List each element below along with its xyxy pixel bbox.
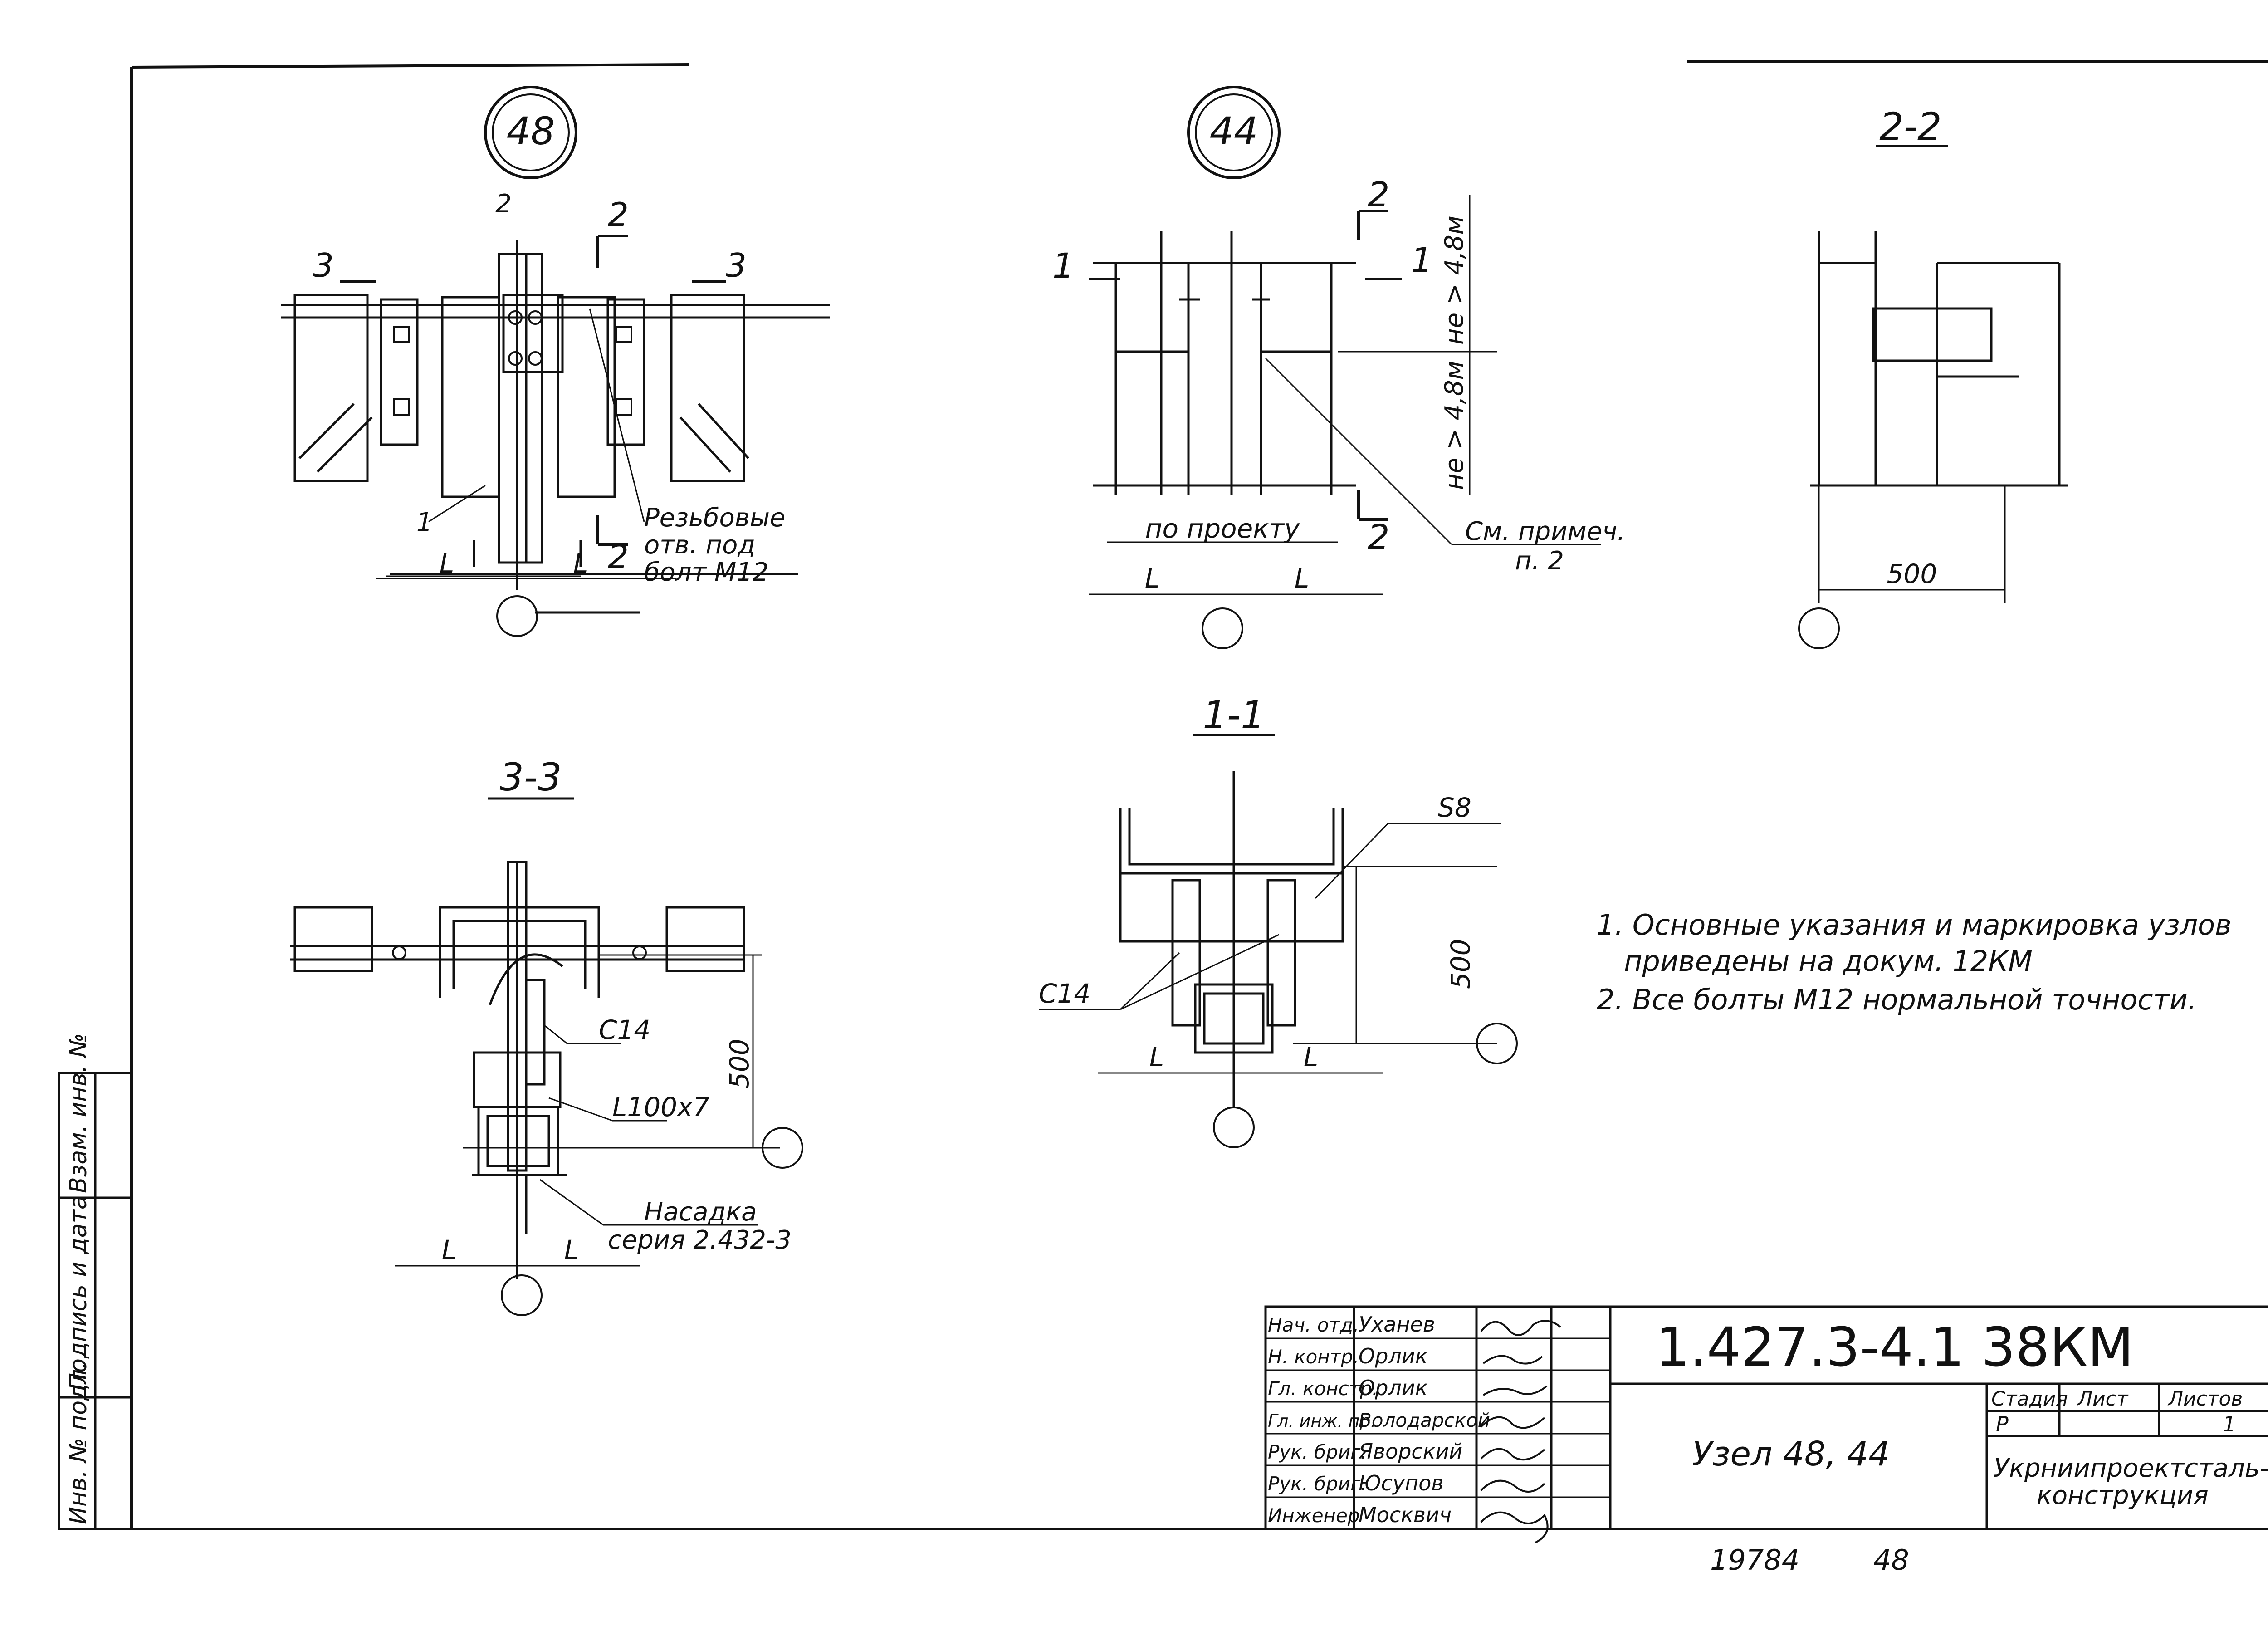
- v44-dim-left: L: [1145, 563, 1159, 594]
- view-48: 48: [281, 86, 830, 637]
- doc-code: 1.427.3-4.1 38КМ: [1656, 1316, 2134, 1378]
- v44-note-2: п. 2: [1515, 546, 1564, 576]
- staff-name-3: Володарской: [1359, 1409, 1490, 1431]
- v48-section-2-top: 2: [608, 196, 629, 234]
- v48-section-3-right: 3: [726, 246, 747, 284]
- s22-title: 2-2: [1879, 104, 1941, 149]
- staff-role-4: Рук. бриг.: [1268, 1441, 1367, 1463]
- v48-pos-1: 1: [416, 508, 433, 537]
- v44-section-2-top: 2: [1368, 174, 1389, 215]
- sheets-value: 1: [2223, 1412, 2236, 1436]
- org-line-1: Укрниипроектсталь-: [1994, 1454, 2268, 1483]
- s33-nas-1: Насадка: [644, 1197, 757, 1227]
- staff-name-5: Юсупов: [1359, 1471, 1444, 1495]
- v48-bolt-note-3: болт М12: [644, 558, 769, 587]
- s11-weld: S8: [1438, 792, 1471, 823]
- s33-axis-bubble-right: [762, 1127, 803, 1169]
- s22-dim: 500: [1887, 558, 1937, 589]
- v44-note-1: См. примеч.: [1465, 517, 1625, 546]
- staff-name-0: Уханев: [1359, 1312, 1435, 1337]
- note-line-3: 2. Все болты М12 нормальной точности.: [1597, 983, 2197, 1016]
- staff-role-2: Гл. констр.: [1268, 1377, 1378, 1400]
- s33-dim-left: L: [442, 1234, 456, 1265]
- s11-dim-left: L: [1149, 1042, 1164, 1073]
- staff-name-2: Орлик: [1359, 1376, 1428, 1400]
- v48-axis-bubble: [496, 595, 538, 637]
- s33-title: 3-3: [499, 755, 562, 799]
- v44-cut-1-left: 1: [1052, 245, 1074, 286]
- s33-channel: C14: [599, 1014, 650, 1045]
- staff-name-4: Яворский: [1358, 1439, 1462, 1464]
- v48-pos-2: 2: [495, 189, 512, 219]
- v48-bolt-note-1: Резьбовые: [644, 503, 785, 533]
- sheets-label: Листов: [2167, 1387, 2243, 1411]
- staff-role-0: Нач. отд.: [1268, 1314, 1359, 1336]
- staff-name-1: Орлик: [1359, 1344, 1428, 1368]
- stage-value: Р: [1996, 1412, 2009, 1436]
- v44-dim-right: L: [1295, 563, 1309, 594]
- general-notes: 1. Основные указания и маркировка узлов …: [1597, 908, 2232, 1016]
- node-mark-48: 48: [507, 109, 555, 153]
- note-line-2: приведены на докум. 12КМ: [1624, 945, 2033, 978]
- v44-cut-1-right: 1: [1411, 240, 1432, 280]
- note-line-1: 1. Основные указания и маркировка узлов: [1597, 908, 2232, 941]
- s11-dim-right: L: [1304, 1042, 1318, 1073]
- s11-axis-bubble-bottom: [1213, 1107, 1255, 1148]
- s33-nas-2: серия 2.432-3: [608, 1225, 792, 1255]
- v48-section-3-left: 3: [313, 246, 334, 284]
- staff-name-6: Москвич: [1359, 1503, 1452, 1527]
- s11-axis-bubble-right: [1476, 1023, 1518, 1064]
- section-1-1: 1-1 S8 C14 500 L L: [1039, 693, 1518, 1148]
- v44-height-bottom: не > 4,8м: [1440, 361, 1469, 490]
- org-line-2: конструкция: [2037, 1481, 2209, 1510]
- side-stamp: Инв. № подл. Подпись и дата Взам. инв. №: [58, 1033, 133, 1530]
- s33-dim-right: L: [564, 1234, 579, 1265]
- footer-page: 48: [1873, 1543, 1909, 1577]
- staff-role-6: Инженер: [1268, 1504, 1360, 1527]
- title-block: Нач. отд. Уханев Н. контр. Орлик Гл. кон…: [1264, 1305, 2268, 1543]
- section-2-2: 2-2 500: [1798, 104, 2068, 649]
- v48-dim-right: L: [573, 548, 588, 579]
- s33-axis-bubble-bottom: [501, 1274, 543, 1316]
- view-44: 44: [1052, 86, 1625, 649]
- staff-role-3: Гл. инж. пр.: [1268, 1411, 1376, 1431]
- s22-axis-bubble: [1798, 607, 1840, 649]
- s11-channel: C14: [1039, 978, 1090, 1009]
- stamp-inv-orig: Инв. № подл.: [65, 1362, 92, 1524]
- v44-section-2-bottom: 2: [1368, 517, 1389, 557]
- staff-role-1: Н. контр.: [1268, 1346, 1359, 1368]
- node-mark-44: 44: [1210, 109, 1258, 153]
- section-3-3: 3-3: [290, 755, 803, 1316]
- s11-dim-vertical: 500: [1445, 939, 1476, 989]
- v44-height-top: не > 4,8м: [1440, 216, 1469, 345]
- footer-number: 19784: [1710, 1543, 1799, 1577]
- stage-label: Стадия: [1991, 1387, 2068, 1411]
- s33-angle: L100x7: [612, 1092, 709, 1122]
- v48-bolt-note-2: отв. под: [644, 530, 755, 560]
- drawing-title: Узел 48, 44: [1692, 1435, 1890, 1474]
- staff-role-5: Рук. бриг.: [1268, 1473, 1367, 1495]
- v44-axis-bubble: [1202, 607, 1243, 649]
- stamp-sign-date: Подпись и дата: [65, 1195, 92, 1391]
- sheet-label: Лист: [2077, 1387, 2129, 1411]
- v48-section-2-bottom: 2: [608, 538, 629, 576]
- s33-dim-vertical: 500: [724, 1038, 755, 1089]
- v48-dim-left: L: [440, 548, 454, 579]
- v44-width-label: по проекту: [1145, 513, 1300, 544]
- s11-title: 1-1: [1202, 693, 1265, 737]
- stamp-replace-inv: Взам. инв. №: [65, 1033, 92, 1193]
